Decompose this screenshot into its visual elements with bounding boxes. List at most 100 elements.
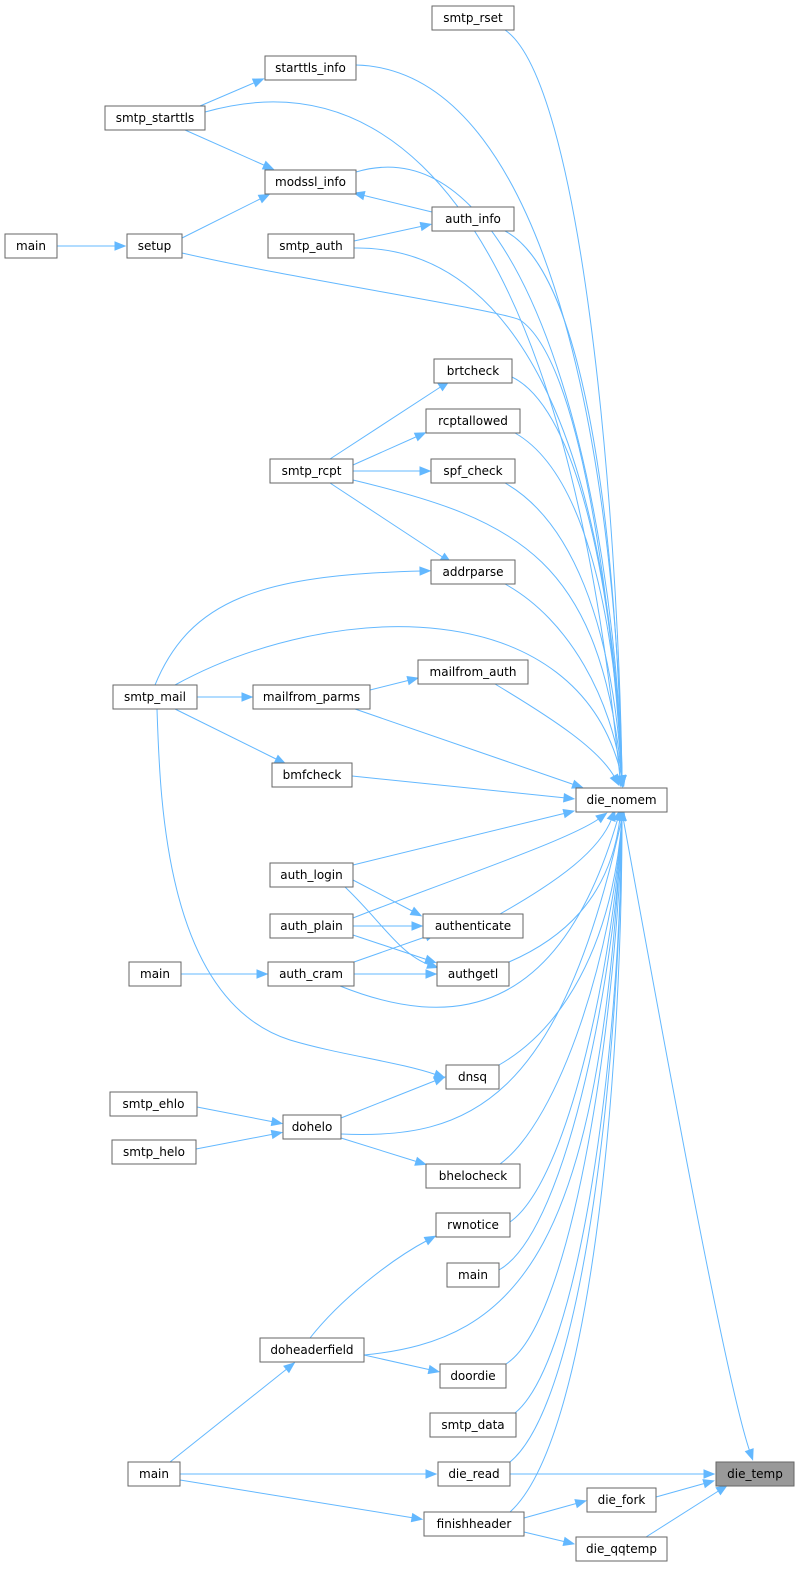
node-smtp-rcpt[interactable]: smtp_rcpt <box>269 458 354 484</box>
node-layer: die_temp die_nomem die_read die_fork die_qqt… <box>4 5 795 1562</box>
node-auth-login[interactable]: auth_login <box>269 862 354 888</box>
node-starttls-info[interactable]: starttls_info <box>264 55 357 81</box>
edge-arrowhead <box>283 1362 296 1374</box>
node-box[interactable] <box>423 1511 525 1537</box>
node-box[interactable] <box>264 55 357 81</box>
node-box[interactable] <box>269 458 354 484</box>
node-die-qqtemp[interactable]: die_qqtemp <box>575 1536 668 1562</box>
node-box[interactable] <box>252 684 371 710</box>
node-box[interactable] <box>267 233 355 259</box>
node-box[interactable] <box>109 1091 198 1117</box>
node-doordie[interactable]: doordie <box>439 1363 507 1389</box>
node-box[interactable] <box>264 169 357 195</box>
node-auth-info[interactable]: auth_info <box>431 206 515 232</box>
edge-smtp_mail-to-bmfcheck <box>174 708 287 765</box>
node-die-nomem[interactable]: die_nomem <box>575 787 668 813</box>
node-box[interactable] <box>430 559 516 585</box>
node-die-read[interactable]: die_read <box>437 1461 511 1487</box>
node-label: smtp_data <box>441 1418 504 1432</box>
node-smtp-auth[interactable]: smtp_auth <box>267 233 355 259</box>
node-box[interactable] <box>575 787 668 813</box>
edge-arrowhead <box>563 793 576 803</box>
node-box[interactable] <box>269 913 354 939</box>
node-mailfrom-auth[interactable]: mailfrom_auth <box>417 659 529 685</box>
node-bhelocheck[interactable]: bhelocheck <box>425 1163 521 1189</box>
node-rcptallowed[interactable]: rcptallowed <box>425 408 521 434</box>
node-smtp-data[interactable]: smtp_data <box>429 1412 517 1438</box>
node-box[interactable] <box>112 684 198 710</box>
node-dohelo[interactable]: dohelo <box>282 1114 342 1140</box>
node-box[interactable] <box>431 206 515 232</box>
node-spf-check[interactable]: spf_check <box>430 458 516 484</box>
node-box[interactable] <box>126 233 183 259</box>
node-box[interactable] <box>111 1139 197 1165</box>
node-label: smtp_helo <box>123 1145 185 1159</box>
node-box[interactable] <box>128 961 182 987</box>
node-smtp-starttls[interactable]: smtp_starttls <box>104 105 206 131</box>
edge-line <box>355 166 623 779</box>
edge-smtp_starttls-to-starttls_info <box>199 78 265 107</box>
node-box[interactable] <box>433 358 513 384</box>
node-main-a[interactable]: main <box>127 1461 181 1487</box>
node-box[interactable] <box>436 961 510 987</box>
edge-authgetl-to-die_nomem <box>508 808 625 963</box>
node-box[interactable] <box>269 862 354 888</box>
node-label: authenticate <box>435 919 511 933</box>
node-box[interactable] <box>445 1064 500 1090</box>
node-dnsq[interactable]: dnsq <box>445 1064 500 1090</box>
node-box[interactable] <box>417 659 529 685</box>
edge-doheaderfield-to-doordie <box>363 1354 441 1375</box>
node-brtcheck[interactable]: brtcheck <box>433 358 513 384</box>
node-box[interactable] <box>259 1337 365 1363</box>
node-main-cram[interactable]: main <box>128 961 182 987</box>
node-box[interactable] <box>271 762 353 788</box>
node-auth-cram[interactable]: auth_cram <box>267 961 355 987</box>
node-auth-plain[interactable]: auth_plain <box>269 913 354 939</box>
edge-arrowhead <box>410 1512 424 1523</box>
node-box[interactable] <box>282 1114 342 1140</box>
node-doheaderfield[interactable]: doheaderfield <box>259 1337 365 1363</box>
edge-line <box>504 583 623 779</box>
node-box[interactable] <box>425 408 521 434</box>
node-box[interactable] <box>435 1212 511 1238</box>
node-smtp-rset[interactable]: smtp_rset <box>431 5 515 31</box>
edge-setup-to-modssl_info <box>181 193 271 239</box>
node-rwnotice[interactable]: rwnotice <box>435 1212 511 1238</box>
node-finishheader[interactable]: finishheader <box>423 1511 525 1537</box>
node-smtp-mail[interactable]: smtp_mail <box>112 684 198 710</box>
node-box[interactable] <box>104 105 206 131</box>
node-box[interactable] <box>429 1412 517 1438</box>
node-main-nomem[interactable]: main <box>446 1262 500 1288</box>
node-box[interactable] <box>575 1536 668 1562</box>
node-box[interactable] <box>127 1461 181 1487</box>
node-box[interactable] <box>431 5 515 31</box>
node-box[interactable] <box>446 1262 500 1288</box>
node-box[interactable] <box>715 1461 795 1487</box>
node-main-setup[interactable]: main <box>4 233 58 259</box>
node-box[interactable] <box>267 961 355 987</box>
node-box[interactable] <box>4 233 58 259</box>
node-modssl-info[interactable]: modssl_info <box>264 169 357 195</box>
node-label: rwnotice <box>447 1218 499 1232</box>
node-box[interactable] <box>437 1461 511 1487</box>
node-die-fork[interactable]: die_fork <box>586 1487 657 1513</box>
node-mailfrom-parms[interactable]: mailfrom_parms <box>252 684 371 710</box>
node-setup[interactable]: setup <box>126 233 183 259</box>
node-addrparse[interactable]: addrparse <box>430 559 516 585</box>
edge-line <box>353 247 623 779</box>
node-authenticate[interactable]: authenticate <box>422 913 524 939</box>
node-box[interactable] <box>422 913 524 939</box>
node-box[interactable] <box>439 1363 507 1389</box>
node-smtp-helo[interactable]: smtp_helo <box>111 1139 197 1165</box>
edge-mailfrom_auth-to-die_nomem <box>494 683 620 787</box>
node-box[interactable] <box>586 1487 657 1513</box>
edge-arrowhead <box>744 1448 754 1461</box>
node-authgetl[interactable]: authgetl <box>436 961 510 987</box>
edge-smtp_starttls-to-die_nomem <box>204 101 625 788</box>
node-die-temp[interactable]: die_temp <box>715 1461 795 1487</box>
node-box[interactable] <box>430 458 516 484</box>
edge-arrowhead <box>114 241 127 251</box>
node-box[interactable] <box>425 1163 521 1189</box>
node-bmfcheck[interactable]: bmfcheck <box>271 762 353 788</box>
node-smtp-ehlo[interactable]: smtp_ehlo <box>109 1091 198 1117</box>
